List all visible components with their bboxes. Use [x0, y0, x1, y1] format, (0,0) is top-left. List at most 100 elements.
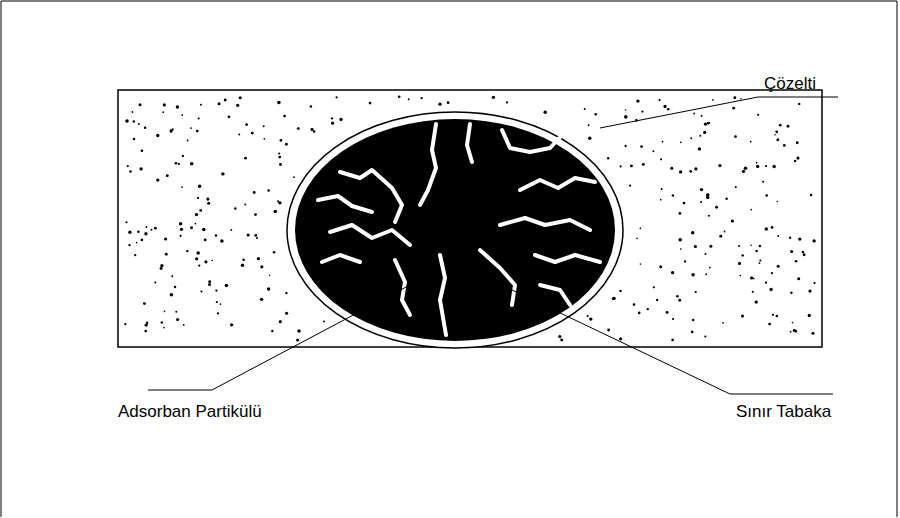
solute-dot — [722, 322, 724, 324]
solute-dot — [139, 167, 142, 170]
solute-dot — [138, 123, 140, 125]
leader-line — [148, 286, 408, 390]
solute-dot — [777, 138, 779, 140]
pore — [440, 255, 446, 335]
solute-dot — [653, 286, 655, 288]
solute-dot — [186, 250, 188, 252]
solute-dot — [624, 145, 626, 147]
solute-dot — [438, 103, 441, 106]
solute-dot — [136, 242, 138, 244]
pore — [395, 260, 410, 315]
solute-dot — [739, 275, 741, 277]
solute-dot — [220, 303, 222, 305]
solute-dot — [771, 272, 773, 274]
solute-dot — [560, 339, 563, 342]
pore — [540, 285, 570, 305]
solute-dot — [196, 130, 199, 133]
solute-dot — [672, 318, 674, 320]
solute-dot — [633, 303, 636, 306]
solute-dot — [715, 206, 718, 209]
solute-dot — [279, 163, 282, 166]
solute-dot — [759, 245, 761, 247]
solute-dot — [701, 115, 703, 117]
solute-dot — [691, 331, 694, 334]
solute-dot — [150, 229, 152, 231]
solute-dot — [758, 262, 760, 264]
solute-dot — [753, 278, 755, 280]
solute-dot — [141, 150, 144, 153]
solute-dot — [251, 132, 254, 135]
solute-dot — [144, 323, 147, 326]
solute-dot — [588, 137, 591, 140]
solute-dot — [218, 102, 221, 105]
solute-dot — [683, 202, 686, 205]
solute-dot — [215, 289, 217, 291]
solute-dot — [236, 104, 239, 107]
solute-dot — [725, 197, 727, 199]
solute-dot — [202, 228, 205, 231]
solute-dot — [641, 111, 643, 113]
solute-dot — [277, 200, 279, 202]
solute-dot — [692, 319, 694, 321]
solute-dot — [652, 150, 654, 152]
solute-dot — [678, 299, 681, 302]
solute-dot — [245, 123, 248, 126]
solute-dot — [777, 265, 780, 268]
pore — [520, 178, 595, 190]
solute-dot — [187, 140, 189, 142]
solute-dot — [762, 181, 764, 183]
solute-dot — [254, 234, 257, 237]
solute-dot — [285, 292, 287, 294]
solute-dot — [174, 286, 177, 289]
solute-dot — [128, 244, 130, 246]
solute-dot — [771, 226, 774, 229]
solute-dot — [759, 259, 761, 261]
solute-dot — [204, 260, 207, 263]
solute-dot — [772, 165, 776, 169]
part-label: Sınır Tabaka — [736, 402, 831, 422]
solution-dots — [124, 95, 816, 341]
solute-dot — [642, 163, 645, 166]
solute-dot — [178, 163, 180, 165]
solute-dot — [279, 320, 282, 323]
solute-dot — [691, 231, 694, 234]
solute-dot — [712, 99, 714, 101]
solute-dot — [706, 193, 710, 197]
solute-dot — [179, 222, 182, 225]
solute-dot — [293, 176, 295, 178]
solute-dot — [156, 134, 159, 137]
solute-dot — [777, 235, 779, 237]
solute-dot — [296, 338, 299, 341]
solute-dot — [698, 147, 701, 150]
solute-dot — [671, 339, 674, 342]
solute-dot — [176, 105, 179, 108]
solute-dot — [793, 329, 796, 332]
solute-dot — [607, 157, 609, 159]
solute-dot — [160, 264, 163, 267]
solute-dot — [684, 260, 686, 262]
solute-dot — [408, 98, 410, 100]
leader-line — [512, 290, 833, 394]
solute-dot — [708, 215, 710, 217]
solute-dot — [772, 314, 774, 316]
solute-dot — [755, 250, 757, 252]
solute-dot — [492, 96, 495, 99]
solute-dot — [331, 117, 333, 119]
solute-dot — [647, 308, 649, 310]
solute-dot — [180, 228, 183, 231]
solute-dot — [206, 198, 209, 201]
pore — [322, 255, 360, 262]
solute-dot — [636, 99, 639, 102]
solute-dot — [795, 260, 798, 263]
solute-dot — [640, 145, 643, 148]
solute-dot — [244, 204, 246, 206]
solute-dot — [310, 128, 313, 131]
solute-dot — [195, 223, 197, 225]
solute-dot — [269, 274, 271, 276]
solute-dot — [792, 322, 794, 324]
solute-dot — [619, 290, 621, 292]
solute-dot — [217, 312, 219, 314]
solute-dot — [127, 165, 129, 167]
solute-dot — [310, 105, 312, 107]
